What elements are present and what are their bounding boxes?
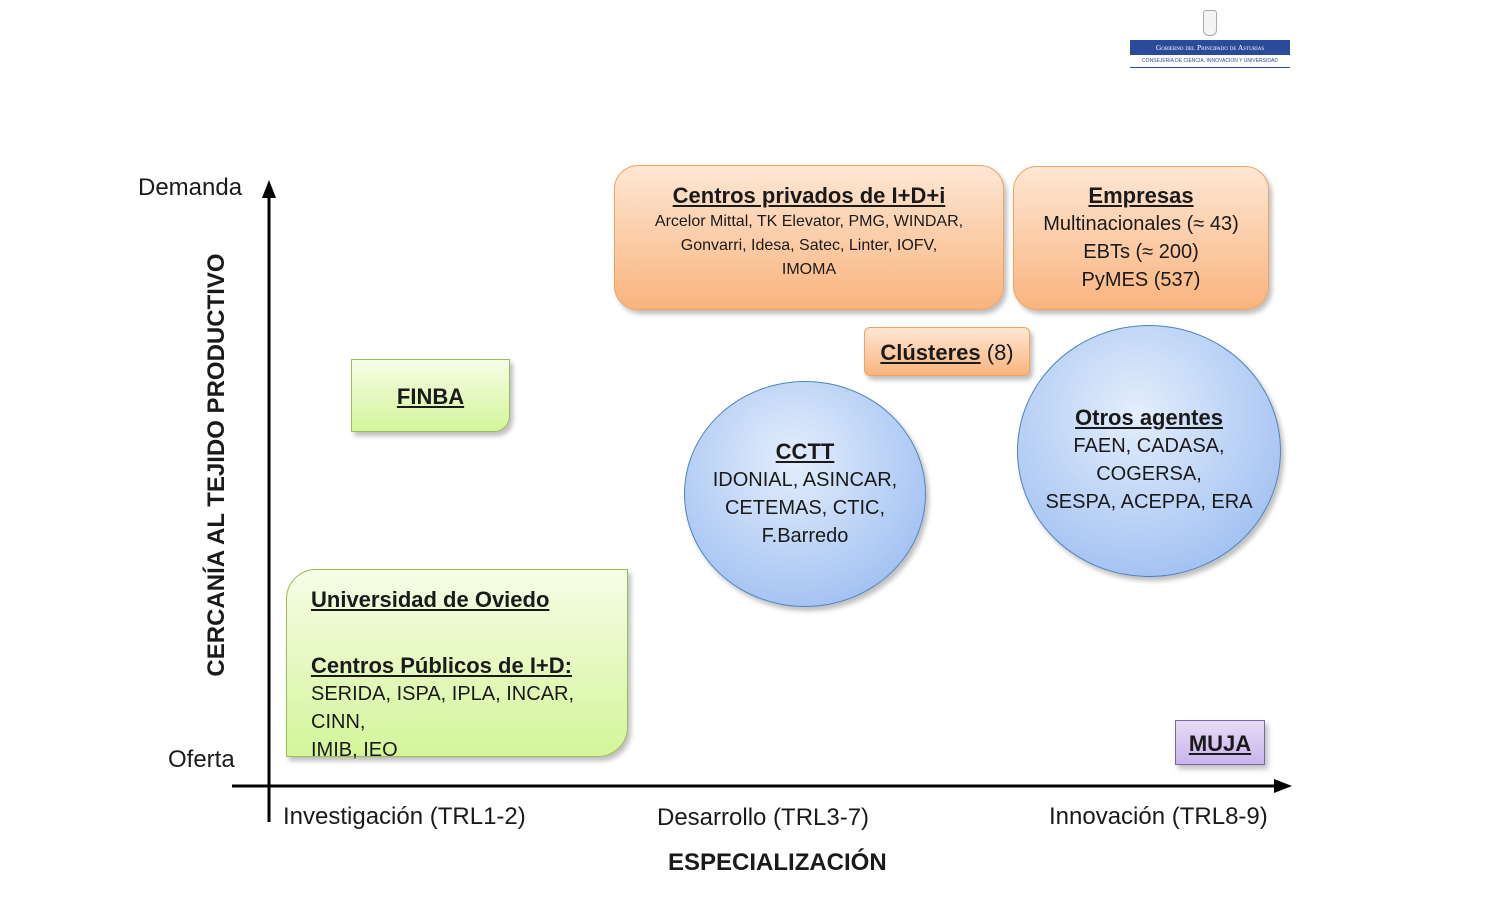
x-tick-3: Innovación (TRL8-9) — [1049, 803, 1268, 830]
finba-box: FINBA — [351, 359, 510, 432]
logo-line1: Gobierno del Principado de Asturias — [1130, 40, 1290, 55]
y-axis-title: CERCANÍA AL TEJIDO PRODUCTIVO — [203, 253, 230, 677]
cctt-line: F.Barredo — [761, 525, 849, 547]
centros-privados-title: Centros privados de I+D+i — [672, 183, 946, 208]
y-top-label: Demanda — [138, 174, 243, 201]
cctt-title: CCTT — [775, 439, 835, 464]
x-axis-arrow — [1274, 779, 1292, 793]
otros-agentes-line: FAEN, CADASA, COGERSA, — [1073, 435, 1225, 485]
empresas-line: Multinacionales (≈ 43) — [1043, 213, 1239, 235]
clusteres-count: (8) — [986, 340, 1014, 365]
centros-publicos-line: IMIB, IEO — [311, 739, 398, 761]
otros-agentes-title: Otros agentes — [1075, 405, 1223, 430]
universidad-box: Universidad de Oviedo Centros Públicos d… — [286, 569, 628, 761]
otros-agentes-line: SESPA, ACEPPA, ERA — [1045, 491, 1253, 513]
x-tick-1: Investigación (TRL1-2) — [283, 803, 526, 830]
y-axis-arrow — [262, 180, 276, 198]
cctt-circle: CCTT IDONIAL, ASINCAR, CETEMAS, CTIC, F.… — [684, 381, 926, 607]
centros-privados-box: Centros privados de I+D+i Arcelor Mittal… — [614, 165, 1004, 310]
finba-title: FINBA — [396, 384, 465, 409]
centros-privados-line: IMOMA — [781, 261, 837, 278]
empresas-title: Empresas — [1088, 183, 1194, 208]
centros-publicos-title: Centros Públicos de I+D: — [311, 653, 572, 678]
muja-title: MUJA — [1188, 731, 1252, 756]
logo: Gobierno del Principado de Asturias Cons… — [1130, 8, 1290, 72]
otros-agentes-circle: Otros agentes FAEN, CADASA, COGERSA, SES… — [1017, 325, 1281, 577]
empresas-line: PyMES (537) — [1081, 269, 1201, 291]
cctt-line: CETEMAS, CTIC, — [724, 497, 885, 519]
cctt-line: IDONIAL, ASINCAR, — [712, 469, 898, 491]
x-axis-title: ESPECIALIZACIÓN — [668, 849, 887, 876]
logo-line2: Consejería de Ciencia, Innovación y Univ… — [1130, 58, 1290, 68]
clusteres-title: Clústeres — [880, 340, 981, 365]
empresas-box: Empresas Multinacionales (≈ 43) EBTs (≈ … — [1013, 166, 1269, 310]
x-tick-2: Desarrollo (TRL3-7) — [657, 804, 870, 831]
empresas-line: EBTs (≈ 200) — [1083, 241, 1199, 263]
y-bottom-label: Oferta — [168, 746, 235, 773]
centros-publicos-line: SERIDA, ISPA, IPLA, INCAR, CINN, — [311, 683, 575, 733]
muja-box: MUJA — [1175, 720, 1265, 765]
centros-privados-line: Arcelor Mittal, TK Elevator, PMG, WINDAR… — [654, 213, 964, 230]
coat-of-arms-icon — [1203, 10, 1217, 36]
centros-privados-line: Gonvarri, Idesa, Satec, Linter, IOFV, — [680, 237, 938, 254]
universidad-title: Universidad de Oviedo — [311, 587, 550, 612]
clusteres-box: Clústeres (8) — [864, 327, 1030, 376]
